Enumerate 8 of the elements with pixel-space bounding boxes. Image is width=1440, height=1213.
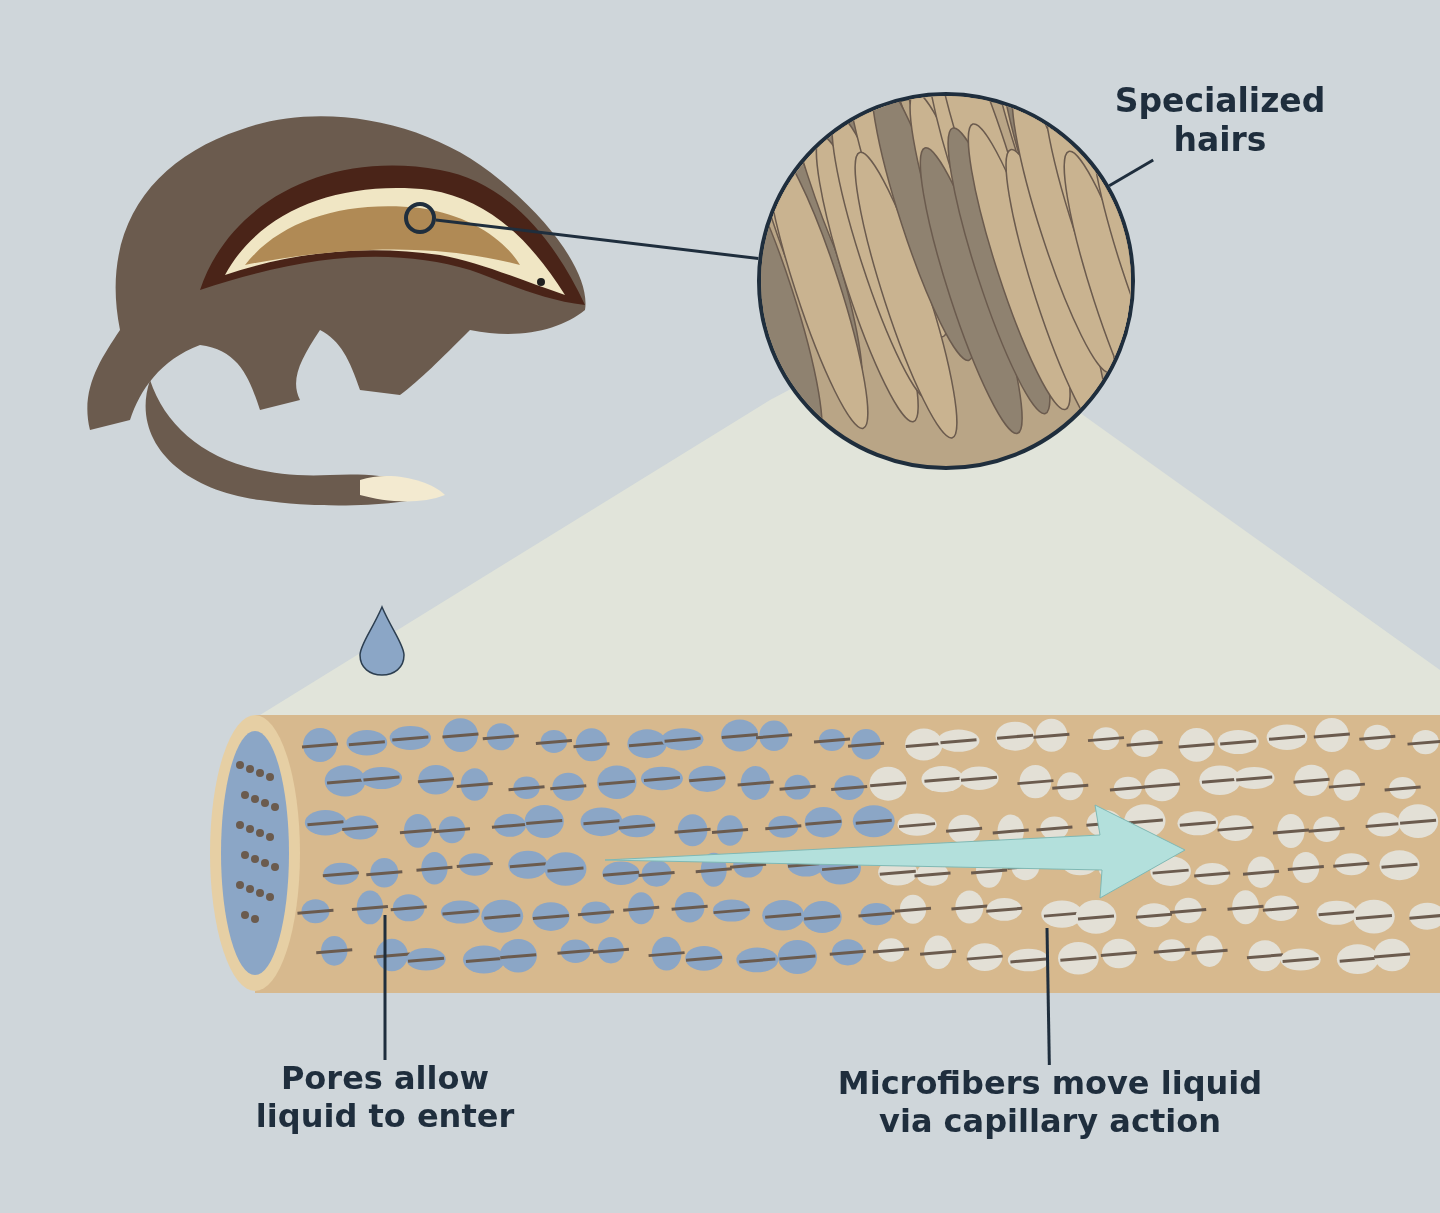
callout-text: Pores allow liquid to enter (250, 1060, 520, 1136)
callout-text: Specialized hairs (1100, 82, 1340, 160)
connector-line (1108, 158, 1154, 187)
zoom-circle (404, 202, 436, 234)
leader-line (383, 915, 387, 1060)
connector-line (435, 218, 759, 260)
callout-text: Microfibers move liquid via capillary action (830, 1065, 1270, 1141)
leader-line (1045, 927, 1051, 1066)
